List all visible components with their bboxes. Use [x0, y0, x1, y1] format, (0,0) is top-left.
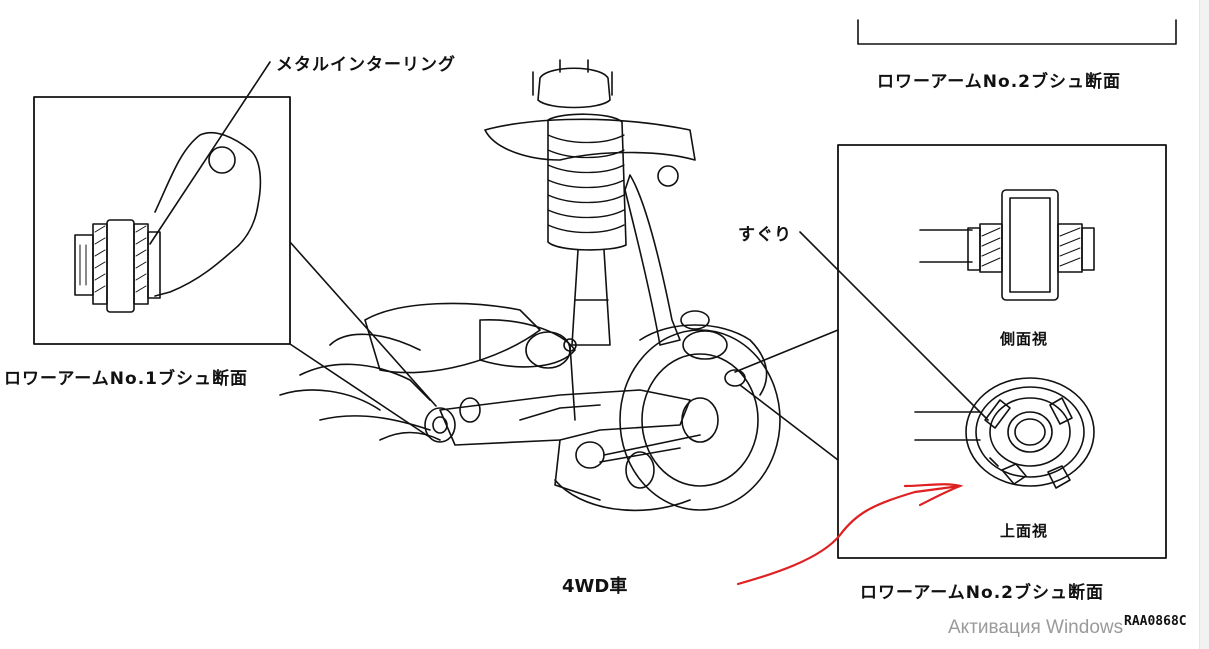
figure-code: RAA0868C — [1124, 614, 1187, 629]
metal-interlining-label: メタルインターリング — [276, 55, 456, 75]
no1-bushing-title: ロワーアームNo.1ブシュ断面 — [4, 369, 248, 389]
suguri-leader — [799, 231, 989, 421]
metal-interlining-leader — [149, 61, 271, 245]
vehicle-label: 4WD車 — [562, 576, 628, 597]
top-view-label: 上面視 — [1000, 522, 1049, 540]
vertical-scrollbar[interactable] — [1199, 0, 1209, 649]
no2-bushing-title-top: ロワーアームNo.2ブシュ断面 — [877, 72, 1121, 92]
no1-detail-box — [33, 96, 291, 345]
side-view-label: 側面視 — [1000, 330, 1049, 348]
annotation-arrow — [736, 483, 964, 586]
no2-top-box-edge — [857, 19, 1177, 45]
windows-activation-watermark: Активация Windows — [948, 617, 1124, 638]
suguri-label: すぐり — [738, 225, 792, 245]
no2-bushing-title-bottom: ロワーアームNo.2ブシュ断面 — [860, 583, 1104, 603]
no2-detail-box — [837, 144, 1167, 559]
